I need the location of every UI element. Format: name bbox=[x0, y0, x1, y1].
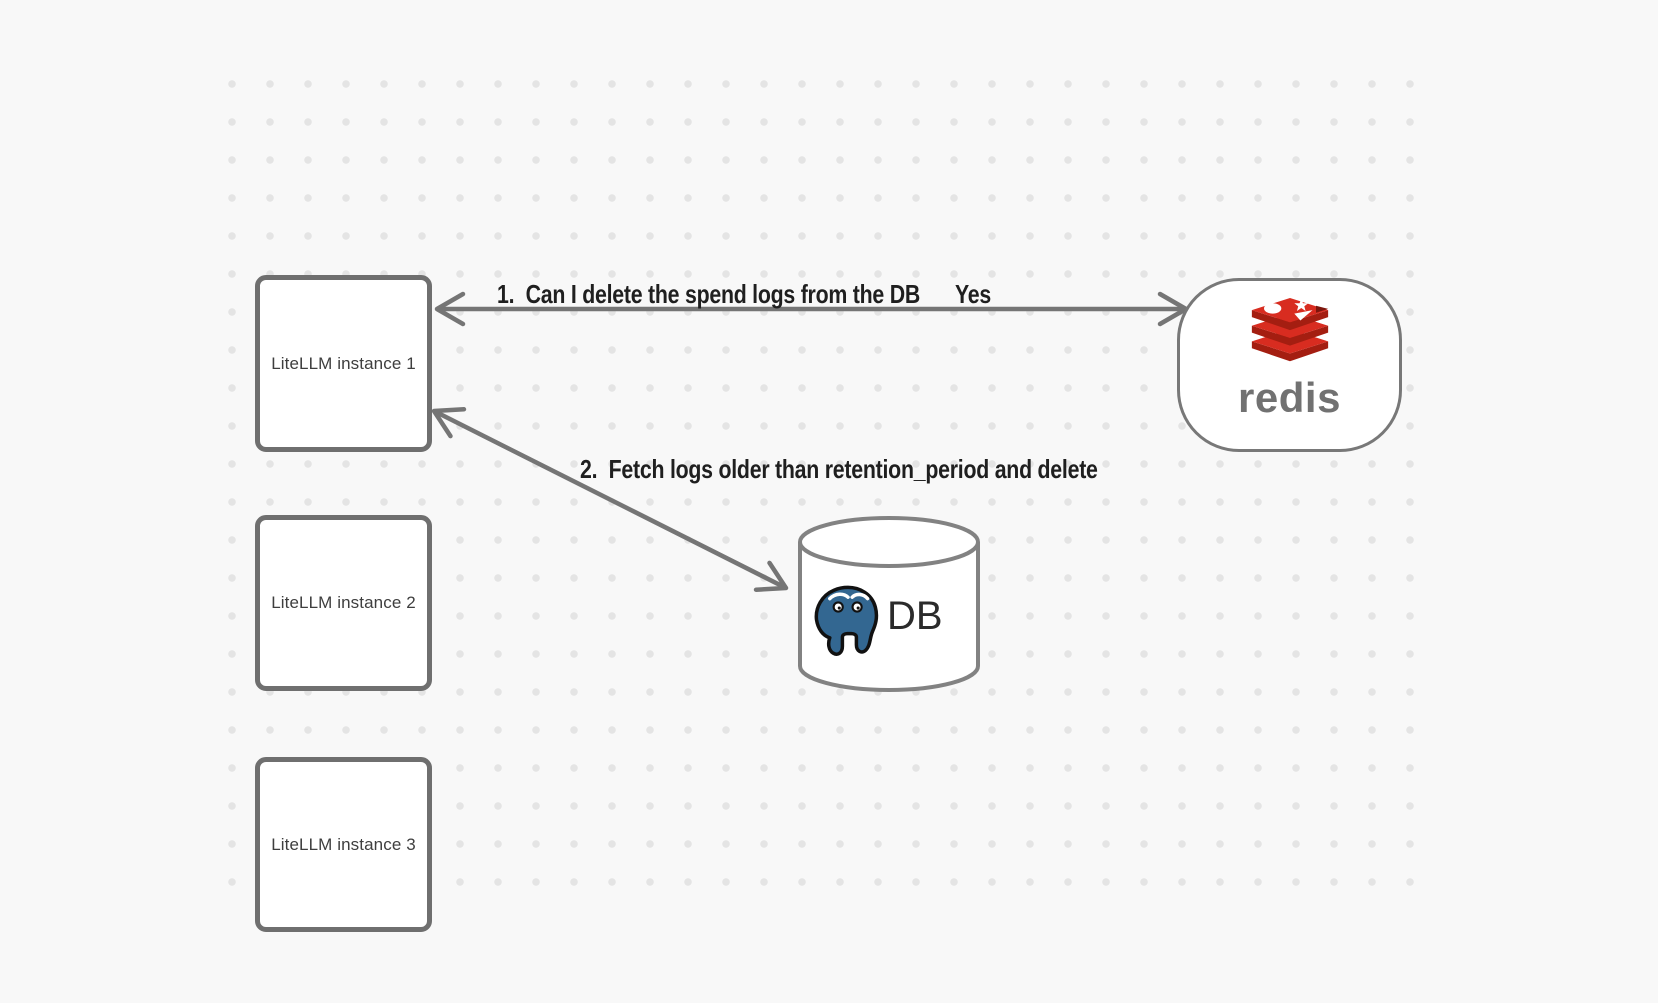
node-litellm-instance-2[interactable]: LiteLLM instance 2 bbox=[255, 515, 432, 691]
db-node-label: DB bbox=[887, 594, 943, 638]
postgresql-icon bbox=[814, 585, 879, 656]
node-redis[interactable]: redis bbox=[1177, 278, 1402, 452]
node-litellm-instance-3-label: LiteLLM instance 3 bbox=[271, 834, 416, 854]
node-litellm-instance-2-label: LiteLLM instance 2 bbox=[271, 593, 416, 612]
edge-label-redis-query: 1. Can I delete the spend logs from the … bbox=[497, 279, 921, 309]
node-db[interactable]: DB bbox=[795, 514, 983, 694]
node-litellm-instance-1[interactable]: LiteLLM instance 1 bbox=[255, 275, 432, 452]
node-litellm-instance-3[interactable]: LiteLLM instance 3 bbox=[255, 757, 432, 932]
edge-label-redis-response: Yes bbox=[955, 279, 992, 309]
node-litellm-instance-1-label: LiteLLM instance 1 bbox=[271, 353, 416, 373]
redis-wordmark: redis bbox=[1238, 374, 1341, 421]
redis-icon bbox=[1251, 298, 1328, 362]
edge-label-db-fetch: 2. Fetch logs older than retention_perio… bbox=[580, 454, 1098, 484]
database-cylinder bbox=[798, 516, 980, 692]
